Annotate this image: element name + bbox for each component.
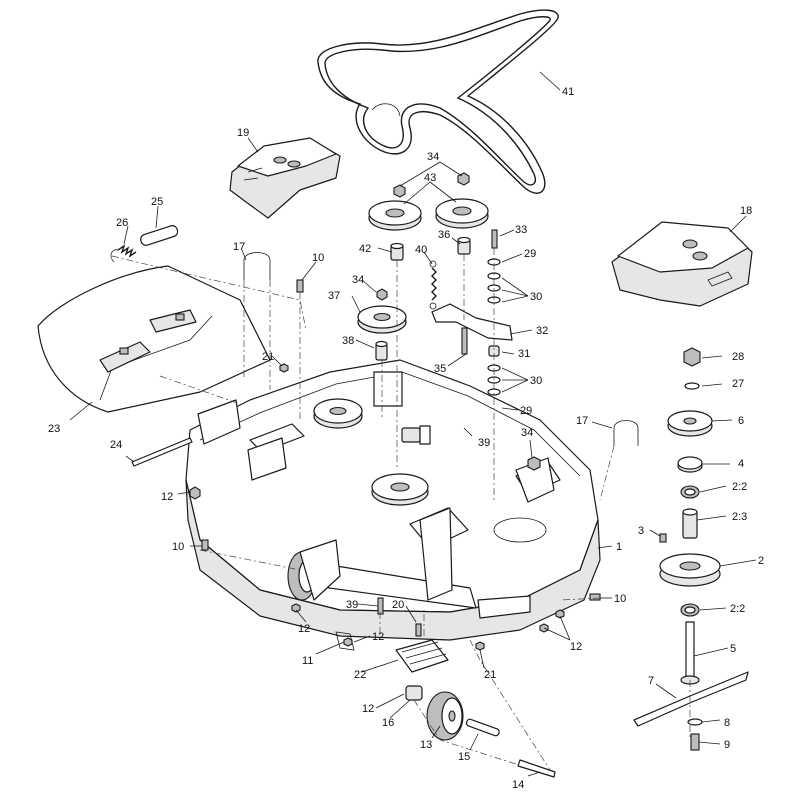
callout-23: 23 [48,423,60,435]
callout-37: 37 [328,290,340,302]
callout-24: 24 [110,439,122,451]
callout-4: 4 [738,458,744,470]
idler-pulley-single [357,288,407,361]
callout-10: 10 [172,541,184,553]
callout-42: 42 [359,243,371,255]
callout-2-2: 2:2 [732,481,747,493]
callout-18: 18 [740,205,752,217]
assembly-lines [111,248,691,771]
idler-pulley-pair [368,172,489,231]
callout-41: 41 [562,86,574,98]
callout-13: 13 [420,739,432,751]
callout-14: 14 [512,779,524,791]
tension-spring [429,260,437,310]
callout-21: 21 [484,669,496,681]
callout-12: 12 [362,703,374,715]
callout-12: 12 [298,623,310,635]
callout-28: 28 [732,351,744,363]
callout-20: 20 [392,599,404,611]
callout-35: 35 [434,363,446,375]
callout-39: 39 [346,599,358,611]
callout-38: 38 [342,335,354,347]
callout-10: 10 [312,252,324,264]
callout-9: 9 [724,739,730,751]
callout-5: 5 [730,643,736,655]
belt-cover-left [229,137,341,219]
callout-25: 25 [151,196,163,208]
callout-2-3: 2:3 [732,511,747,523]
callout-32: 32 [536,325,548,337]
callout-19: 19 [237,127,249,139]
callout-30: 30 [530,291,542,303]
anti-scalp-wheel-left [287,539,341,601]
idler-arm-assembly [431,229,513,412]
callout-6: 6 [738,415,744,427]
callout-12: 12 [372,631,384,643]
callout-43: 43 [424,172,436,184]
rods [131,437,556,778]
callout-34: 34 [521,427,533,439]
callout-3: 3 [638,525,644,537]
gauge-wheel [405,685,500,741]
callout-16: 16 [382,717,394,729]
drive-belt [317,9,559,194]
callout-40: 40 [415,244,427,256]
callout-11: 11 [302,655,313,667]
callout-12: 12 [161,491,173,503]
callout-12: 12 [570,641,582,653]
mounting-pad [395,639,449,673]
callout-7: 7 [648,675,654,687]
callout-27: 27 [732,378,744,390]
callout-10: 10 [614,593,626,605]
callout-17: 17 [576,415,588,427]
callout-39: 39 [478,437,490,449]
callout-15: 15 [458,751,470,763]
leader-lines [69,71,757,777]
callout-30: 30 [530,375,542,387]
callout-26: 26 [116,217,128,229]
callout-33: 33 [515,224,527,236]
mower-deck [185,359,601,641]
callout-36: 36 [438,229,450,241]
callout-labels: 41 19 34 43 18 26 25 17 10 42 40 36 33 2… [48,86,764,791]
callout-29: 29 [524,248,536,260]
callout-2: 2 [758,555,764,567]
callout-17: 17 [233,241,245,253]
callout-34: 34 [427,151,439,163]
belt-cover-right [611,221,753,307]
callout-29: 29 [520,405,532,417]
callout-2-2: 2:2 [730,603,745,615]
chute-spring-and-rod [110,225,179,263]
callout-1: 1 [616,541,622,553]
spindle-assembly [633,347,749,751]
callout-21: 21 [262,351,274,363]
callout-34: 34 [352,274,364,286]
callout-22: 22 [354,669,366,681]
callout-31: 31 [518,348,530,360]
discharge-chute [37,265,271,413]
callout-8: 8 [724,717,730,729]
spacers [390,236,471,261]
